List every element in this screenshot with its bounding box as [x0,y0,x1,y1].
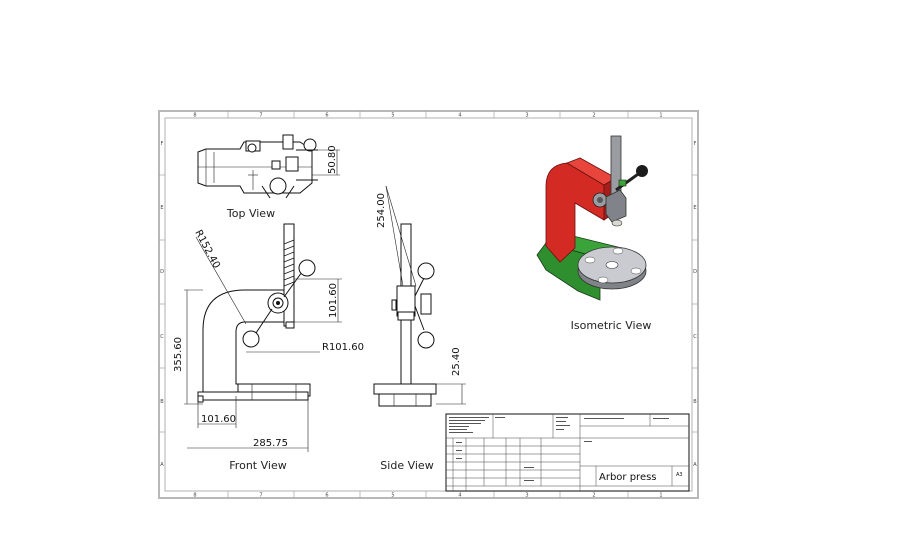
zone-col-2: 2 [592,113,595,119]
dim-front-base-left: 101.60 [201,414,236,425]
zone-row-c: C [160,334,164,340]
zone-col-6-bottom: 6 [325,493,328,499]
isometric-view-drawing [536,135,648,301]
zone-col-8: 8 [193,113,196,119]
zone-row-b: B [160,399,164,405]
dim-front-width: 285.75 [253,438,288,449]
zone-row-c-right: C [693,334,697,340]
zone-col-4: 4 [458,113,461,119]
zone-col-7: 7 [259,113,262,119]
zone-col-3-bottom: 3 [525,493,528,499]
dim-front-height: 355.60 [173,337,184,372]
zone-labels-top: 8 7 6 5 4 3 2 1 [193,113,662,119]
dim-top-height: 50.80 [327,145,338,174]
zone-col-5-bottom: 5 [391,493,394,499]
zone-labels-bottom: 8 7 6 5 4 3 2 1 [193,493,662,499]
top-view-label: Top View [226,207,275,220]
side-view-label: Side View [380,459,433,472]
zone-col-7-bottom: 7 [259,493,262,499]
zone-col-5: 5 [391,113,394,119]
title-block-size: A3 [676,472,683,478]
dim-side-base: 25.40 [451,347,462,376]
dim-front-plate: 101.60 [328,283,339,318]
zone-col-6: 6 [325,113,328,119]
zone-row-e: E [160,205,163,211]
zone-row-d: D [160,269,164,275]
zone-col-8-bottom: 8 [193,493,196,499]
zone-row-f: F [161,141,164,147]
zone-row-b-right: B [693,399,697,405]
zone-col-4-bottom: 4 [458,493,461,499]
dim-front-inner-radius: R101.60 [322,342,364,353]
zone-row-a-right: A [693,462,697,468]
title-block-title: Arbor press [599,472,657,483]
top-view-drawing: 50.80 [197,134,340,199]
zone-row-f-right: F [694,141,697,147]
zone-col-1-bottom: 1 [659,493,662,499]
zone-col-3: 3 [525,113,528,119]
zone-col-2-bottom: 2 [592,493,595,499]
zone-labels-left: F E D C B A [160,141,164,468]
front-view-label: Front View [229,459,286,472]
zone-row-d-right: D [693,269,697,275]
zone-col-1: 1 [659,113,662,119]
zone-row-a: A [160,462,164,468]
zone-row-e-right: E [693,205,696,211]
dim-side-height: 254.00 [376,193,387,228]
isometric-view-label: Isometric View [571,319,652,332]
title-block: Arbor press A3 [445,413,690,492]
zone-labels-right: F E D C B A [693,141,697,468]
side-view-drawing: 254.00 25.40 [373,185,466,407]
